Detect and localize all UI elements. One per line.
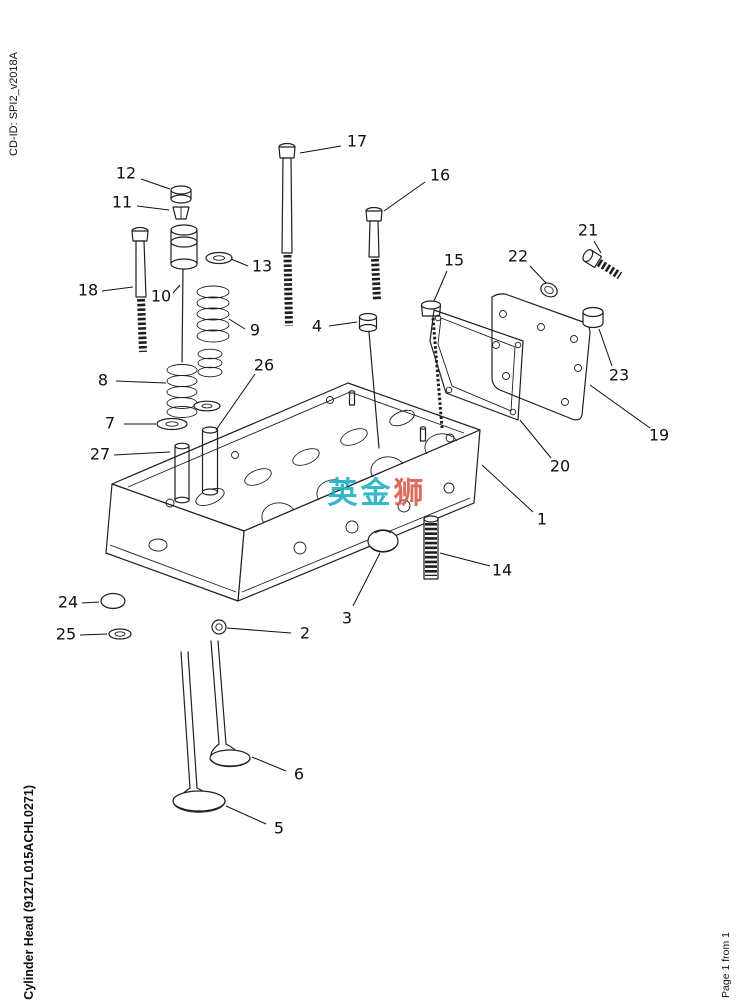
part-2-stem-seal [211,619,227,635]
leader-line-3 [352,552,381,607]
part-13-retainer-washer [205,251,233,265]
leader-line-6 [251,756,287,772]
part-19-side-cover [491,293,591,421]
leader-line-13 [230,258,249,267]
part-4-valve-cap [358,312,380,449]
part-21-bolt [582,249,623,280]
leader-line-24 [81,601,100,604]
part-24-cap [100,592,126,610]
callout-27: 27 [90,445,110,464]
part-3-cup-plug [367,529,399,553]
callout-layer: 1234567891011121314151617181920212223242… [56,132,669,838]
leader-line-9 [228,318,246,330]
part-25-washer [108,628,132,640]
callout-18: 18 [78,281,98,300]
callout-14: 14 [492,561,512,580]
callout-22: 22 [508,247,528,266]
callout-25: 25 [56,625,76,644]
callout-13: 13 [252,257,272,276]
leader-line-17 [299,145,342,154]
callout-4: 4 [312,317,322,336]
callout-9: 9 [250,321,260,340]
callout-8: 8 [98,371,108,390]
callout-2: 2 [300,624,310,643]
callout-17: 17 [347,132,367,151]
part-14-stud [423,515,439,580]
callout-24: 24 [58,593,78,612]
callout-16: 16 [430,166,450,185]
part-20-gasket [429,309,524,421]
callout-3: 3 [342,609,352,628]
callout-1: 1 [537,510,547,529]
part-23-plug [582,306,604,329]
callout-5: 5 [274,819,284,838]
leader-line-27 [113,451,171,456]
leader-line-15 [433,270,448,302]
leader-line-19 [589,384,651,429]
leader-line-12 [140,178,171,190]
leader-line-22 [529,265,547,284]
callout-23: 23 [609,366,629,385]
cylinder-head-exploded-drawing [100,142,623,813]
part-10-retainer [170,224,198,363]
callout-15: 15 [444,251,464,270]
callout-10: 10 [151,287,171,306]
part-15-nut-stud [420,300,444,429]
part-5-valve [172,651,226,813]
leader-line-11 [136,205,170,211]
callout-20: 20 [550,457,570,476]
part-7-spring-seat [156,400,221,431]
leader-line-5 [225,805,267,825]
leader-line-21 [593,240,602,254]
part-16-bolt [365,206,383,301]
part-18-bolt [131,226,149,353]
part-26-valve-guide [201,426,219,496]
leader-line-16 [383,181,426,212]
watermark: 英金狮 [328,476,427,511]
part-6-valve [209,640,251,768]
leader-line-1 [481,464,534,513]
leader-line-23 [598,328,613,367]
part-12-cap [170,185,192,204]
part-9-spring [196,285,230,378]
leader-line-2 [226,627,292,634]
part-8-spring [166,364,198,418]
leader-line-10 [172,284,181,294]
leader-line-20 [519,419,552,459]
callout-26: 26 [254,356,274,375]
callout-6: 6 [294,765,304,784]
leader-line-8 [115,380,167,384]
part-22-washer [540,282,558,298]
leader-line-4 [328,321,358,327]
callout-21: 21 [578,221,598,240]
callout-19: 19 [649,426,669,445]
leader-line-26 [215,373,256,431]
callout-11: 11 [112,193,132,212]
part-27-valve-guide [174,442,190,504]
leader-line-25 [79,633,108,636]
part-11-collet [172,206,190,220]
part-17-bolt [278,142,296,327]
callout-12: 12 [116,164,136,183]
leader-line-18 [101,286,134,292]
leader-line-14 [439,552,491,567]
callout-7: 7 [105,414,115,433]
